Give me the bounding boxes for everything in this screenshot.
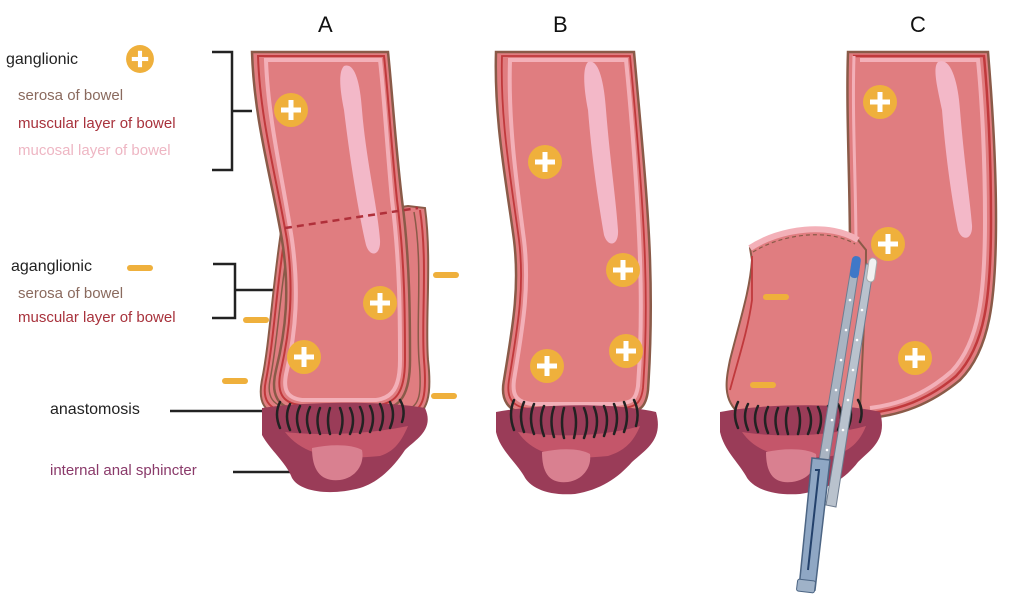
mucosa-highlight-c	[935, 61, 973, 238]
legend-aganglionic-serosa: serosa of bowel	[18, 285, 124, 302]
minus-icon	[763, 294, 789, 300]
sutures-a	[275, 398, 405, 436]
label-internal-anal-sphincter: internal anal sphincter	[50, 462, 197, 479]
legend-ganglionic-serosa: serosa of bowel	[18, 87, 124, 104]
sutures-b	[509, 398, 639, 440]
plus-icon	[287, 340, 321, 374]
aganglionic-minus-icon	[127, 265, 153, 271]
aganglionic-bracket	[212, 262, 276, 320]
panel-c-illustration	[720, 50, 998, 594]
legend-aganglionic-title: aganglionic	[11, 258, 92, 275]
minus-icon	[750, 382, 776, 388]
plus-icon	[609, 334, 643, 368]
panel-title-b: B	[553, 12, 568, 37]
panel-title-c: C	[910, 12, 926, 37]
minus-icon	[243, 317, 269, 323]
ganglionic-bracket	[212, 50, 252, 172]
minus-icon	[222, 378, 248, 384]
minus-icon	[433, 272, 459, 278]
legend-aganglionic-muscular: muscular layer of bowel	[18, 309, 176, 326]
plus-icon	[606, 253, 640, 287]
panel-a-illustration	[222, 50, 459, 493]
label-anastomosis: anastomosis	[50, 401, 140, 418]
mucosa-highlight-a	[340, 65, 381, 254]
mucosa-highlight-b	[584, 61, 619, 244]
plus-icon	[274, 93, 308, 127]
plus-icon	[898, 341, 932, 375]
legend-ganglionic-title: ganglionic	[6, 51, 79, 68]
plus-icon	[863, 85, 897, 119]
legend-ganglionic-mucosal: mucosal layer of bowel	[18, 142, 171, 159]
plus-icon	[528, 145, 562, 179]
ganglionic-plus-icon	[126, 45, 154, 73]
transition-line	[284, 206, 419, 230]
legend-ganglionic-muscular: muscular layer of bowel	[18, 115, 176, 132]
plus-icon	[363, 286, 397, 320]
plus-icon	[871, 227, 905, 261]
panel-title-a: A	[318, 12, 333, 37]
stapler-icon	[796, 256, 878, 594]
plus-icon	[530, 349, 564, 383]
minus-icon	[431, 393, 457, 399]
panel-b-illustration	[494, 50, 658, 495]
